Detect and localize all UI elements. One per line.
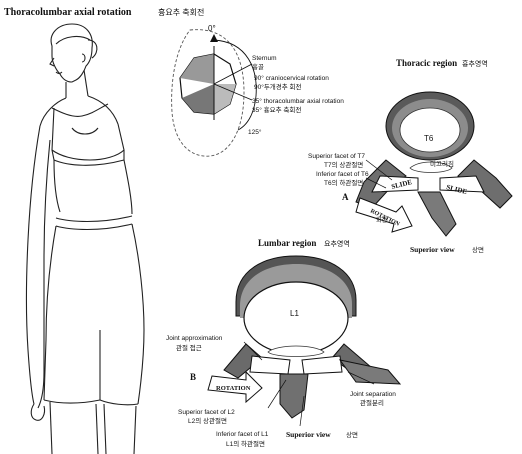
thoracic-inf-facet-ko-label: T6의 하관절면 (324, 178, 363, 187)
lumbar-view-label: Superior view (286, 430, 331, 439)
thoracic-body-label: T6 (424, 134, 434, 143)
rotation-diagram: 0° Sternum 흉골 90° craniocervical rotatio… (172, 24, 345, 156)
lumbar-view-ko-label: 상면 (346, 430, 358, 439)
lumbar-heading: Lumbar region (258, 238, 316, 248)
thoracic-view-ko-label: 상면 (472, 245, 484, 254)
lumbar-sup-facet-label: Superior facet of L2 (178, 409, 235, 416)
total-rotation-label: 125° (248, 128, 262, 136)
zero-degree-label: 0° (208, 24, 216, 33)
thoraco-rotation-label: 35° thoracolumbar axial rotation (252, 97, 344, 105)
thoracic-sup-facet-label: Superior facet of T7 (308, 153, 365, 160)
thoracic-sup-facet-ko-label: T7의 상관절면 (324, 160, 363, 169)
thoracic-letter: A (342, 192, 349, 202)
thoracic-slide-ko-label: 미끄러짐 (430, 159, 454, 168)
lumbar-body-label: L1 (290, 309, 299, 318)
thoracic-heading: Thoracic region (396, 58, 457, 68)
figure-title-ko: 흉요추 축회전 (158, 7, 204, 17)
cranio-rotation-label: 90° craniocervical rotation (254, 74, 329, 82)
lumbar-separation-label: Joint separation (350, 391, 396, 398)
standing-figure (27, 24, 145, 454)
thoraco-rotation-ko-label: 35° 흉요추 축회전 (252, 105, 301, 114)
lumbar-approx-ko-label: 관절 접근 (176, 343, 202, 352)
thoracic-heading-ko: 흉추영역 (462, 59, 488, 68)
sternum-label: Sternum (252, 55, 277, 62)
lumbar-separation-ko-label: 관절분리 (360, 398, 384, 407)
thoracic-inf-facet-label: Inferior facet of T6 (316, 171, 369, 178)
thoracic-view-label: Superior view (410, 245, 455, 254)
lumbar-heading-ko: 요추영역 (324, 239, 350, 248)
lumbar-approx-label: Joint approximation (166, 335, 223, 342)
lumbar-sup-facet-ko-label: L2의 상관절면 (188, 416, 227, 425)
figure-title: Thoracolumbar axial rotation (4, 7, 132, 18)
lumbar-letter: B (190, 372, 196, 382)
sternum-ko-label: 흉골 (252, 62, 264, 71)
thoracic-rotation-ko-label: 회전 (376, 216, 387, 224)
lumbar-rotation-label: ROTATION (216, 385, 251, 392)
lumbar-inf-facet-ko-label: L1의 하관절면 (226, 439, 265, 448)
lumbar-inf-facet-label: Inferior facet of L1 (216, 431, 269, 438)
cranio-rotation-ko-label: 90°두개경추 회전 (254, 82, 302, 91)
